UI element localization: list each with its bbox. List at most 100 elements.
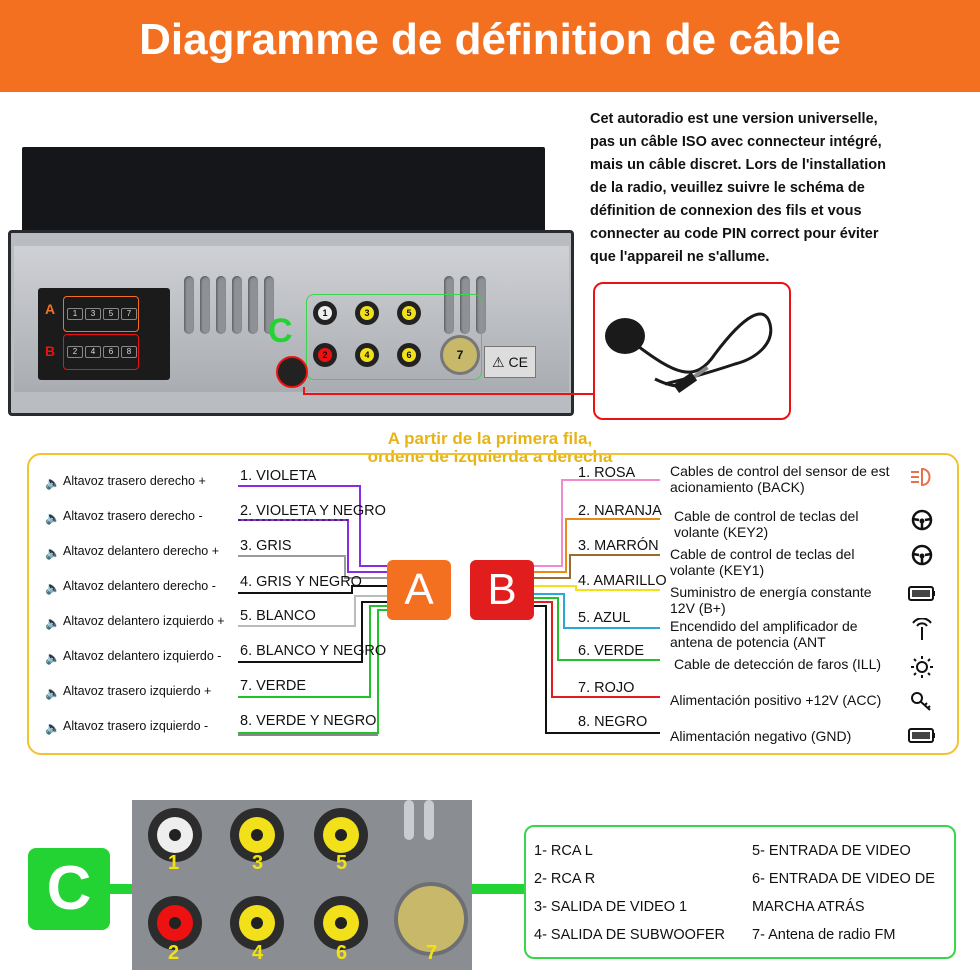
legend-item: 7- Antena de radio FM: [752, 927, 896, 943]
iso-row-b: 2 4 6 8: [63, 334, 139, 370]
speaker-icon: 🔈: [45, 651, 61, 665]
vent-slot: [232, 276, 242, 334]
c-legend: 1- RCA L 2- RCA R 3- SALIDA DE VIDEO 1 4…: [524, 825, 956, 959]
legend-item: 5- ENTRADA DE VIDEO: [752, 843, 911, 859]
wire-b-6: 6. VERDE: [578, 643, 645, 659]
speaker-label-1: 🔈Altavoz trasero derecho +: [45, 474, 206, 490]
order-note: A partir de la primera fila, ordene de i…: [300, 430, 680, 466]
description-line: mais un câble discret. Lors de l'install…: [590, 157, 886, 173]
photo-number: 2: [168, 942, 180, 964]
vent-slot: [200, 276, 210, 334]
rca-closeup-photo: 1 3 5 2 4 6 7: [132, 800, 472, 970]
battery-icon: [908, 586, 935, 601]
photo-number: 7: [426, 942, 438, 964]
wire-b-2: 2. NARANJA: [578, 503, 662, 519]
description-line: définition de connexion des fils et vous: [590, 203, 862, 219]
fm-antenna-jack: [394, 882, 468, 956]
ce-mark-icon: ⚠ CE: [484, 346, 536, 378]
microphone-box: [593, 282, 791, 420]
vent-slot: [424, 800, 434, 840]
pin: 8: [121, 346, 137, 358]
pin: 3: [85, 308, 101, 320]
speaker-icon: 🔈: [45, 546, 61, 560]
pin: 5: [103, 308, 119, 320]
wire-b-8: 8. NEGRO: [578, 714, 648, 730]
pin: 1: [67, 308, 83, 320]
pin: 2: [67, 346, 83, 358]
page-title: Diagramme de définition de câble: [139, 15, 841, 64]
photo-number: 4: [252, 942, 264, 964]
vent-slot: [444, 276, 454, 334]
wire-b-desc-6: Cable de detección de faros (ILL): [674, 656, 882, 672]
wire-b-desc-5: Encendido del amplificador de antena de …: [670, 618, 858, 650]
rca-jack-yellow: [230, 896, 284, 950]
rca-jack-yellow: [230, 808, 284, 862]
description-line: connecter au code PIN correct pour évite…: [590, 226, 879, 242]
rca-jack-white: [148, 808, 202, 862]
header-banner: [0, 0, 980, 92]
speaker-icon: 🔈: [45, 721, 61, 735]
speaker-icon: 🔈: [45, 686, 61, 700]
legend-item: 3- SALIDA DE VIDEO 1: [534, 899, 688, 915]
speaker-label-3: 🔈Altavoz delantero derecho +: [45, 544, 220, 560]
wire-b-3: 3. MARRÓN: [578, 538, 659, 554]
wire-a-6: 6. BLANCO Y NEGRO: [240, 643, 387, 659]
speaker-label-8: 🔈Altavoz trasero izquierdo -: [45, 719, 209, 735]
rca-jack: 5: [397, 301, 421, 325]
headlight-icon: [911, 467, 931, 487]
pin: 4: [85, 346, 101, 358]
legend-item: 2- RCA R: [534, 871, 596, 887]
wire-a-4: 4. GRIS Y NEGRO: [240, 574, 362, 590]
speaker-label-6: 🔈Altavoz delantero izquierdo -: [45, 649, 222, 665]
speaker-icon: 🔈: [45, 581, 61, 595]
wire-b-desc-3: Cable de control de teclas del volante (…: [670, 546, 855, 578]
legend-item: 6- ENTRADA DE VIDEO DE: [752, 871, 935, 887]
steering-wheel-icon: [911, 544, 933, 566]
vent-slot: [184, 276, 194, 334]
wire-a-1: 1. VIOLETA: [240, 468, 317, 484]
description-text: Cet autoradio est une version universell…: [590, 108, 960, 269]
mic-jack: [276, 356, 308, 388]
speaker-label-5: 🔈Altavoz delantero izquierdo +: [45, 614, 225, 630]
wire-a-5: 5. BLANCO: [240, 608, 316, 624]
vent-slot: [216, 276, 226, 334]
rca-jack: 1: [313, 301, 337, 325]
key-icon: [911, 692, 931, 711]
wire-a-3: 3. GRIS: [240, 538, 292, 554]
fm-antenna-jack: 7: [440, 335, 480, 375]
speaker-icon: 🔈: [45, 511, 61, 525]
vent-slot: [460, 276, 470, 334]
connector-bar: [108, 884, 134, 894]
vent-slot: [248, 276, 258, 334]
legend-item: 4- SALIDA DE SUBWOOFER: [534, 927, 725, 943]
legend-item: 1- RCA L: [534, 843, 593, 859]
speaker-label-7: 🔈Altavoz trasero izquierdo +: [45, 684, 212, 700]
wiring-panel: [27, 453, 959, 755]
pin: 6: [103, 346, 119, 358]
wire-a-7: 7. VERDE: [240, 678, 307, 694]
speaker-label-2: 🔈Altavoz trasero derecho -: [45, 509, 203, 525]
rca-jack: 6: [397, 343, 421, 367]
wire-b-desc-4: Suministro de energía constante 12V (B+): [670, 584, 872, 616]
radio-faceplate: [22, 147, 545, 233]
antenna-icon: [912, 618, 932, 640]
wire-b-4: 4. AMARILLO: [578, 573, 667, 589]
sun-icon: [911, 656, 933, 678]
photo-number: 6: [336, 942, 348, 964]
photo-number: 1: [168, 852, 180, 874]
rca-jack: 3: [355, 301, 379, 325]
rca-jack-yellow: [314, 808, 368, 862]
iso-row-a: 1 3 5 7: [63, 296, 139, 332]
note-line: A partir de la primera fila,: [387, 429, 593, 448]
legend-item: MARCHA ATRÁS: [752, 899, 865, 915]
vent-slot: [264, 276, 274, 334]
c-marker: C: [268, 312, 293, 350]
rca-jack-yellow: [314, 896, 368, 950]
wire-b-desc-1: Cables de control del sensor de est acio…: [670, 463, 890, 495]
connector-bar: [472, 884, 526, 894]
wire-a-2: 2. VIOLETA Y NEGRO: [240, 503, 386, 519]
microphone-icon: [605, 312, 773, 394]
speaker-icon: 🔈: [45, 616, 61, 630]
wire-b-desc-2: Cable de control de teclas del volante (…: [674, 508, 859, 540]
